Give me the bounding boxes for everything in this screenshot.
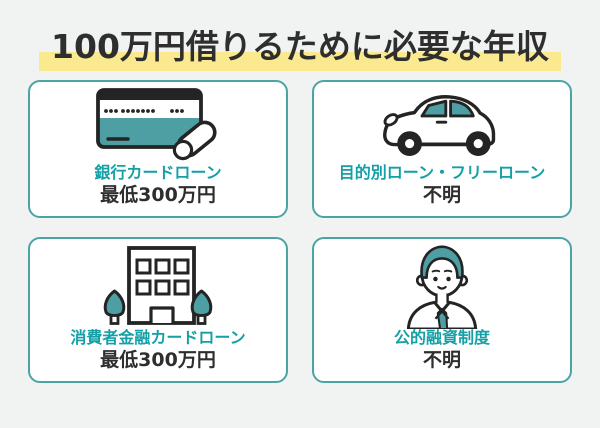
car-icon [383, 95, 496, 156]
title-highlight: 100万円借りるために必要な年収 [39, 27, 561, 71]
purpose-free-loan-value: 不明 [422, 184, 461, 207]
purpose-free-loan-label: 目的別ローン・フリーローン [338, 163, 546, 182]
building-icon [103, 246, 213, 326]
public-loan-system-label: 公的融資制度 [393, 328, 490, 347]
credit-card-icon [96, 88, 217, 161]
page-title: 100万円借りるために必要な年収 [0, 27, 600, 71]
bank-card-loan-value: 最低300万円 [100, 184, 216, 207]
consumer-finance-loan-value: 最低300万円 [100, 349, 216, 372]
card-bank-card-loan: 銀行カードローン 最低300万円 [28, 79, 288, 218]
card-consumer-finance-loan: 消費者金融カードローン 最低300万円 [28, 236, 288, 383]
card-public-loan-system: 公的融資制度 不明 [312, 236, 572, 383]
consumer-finance-loan-label: 消費者金融カードローン [70, 328, 246, 347]
person-icon [406, 245, 478, 330]
card-purpose-free-loan: 目的別ローン・フリーローン 不明 [312, 79, 572, 218]
public-loan-system-value: 不明 [422, 349, 461, 372]
cards-grid: 銀行カードローン 最低300万円 目的別ローン・フリーローン 不明 [0, 79, 600, 383]
bank-card-loan-label: 銀行カードローン [94, 163, 222, 182]
